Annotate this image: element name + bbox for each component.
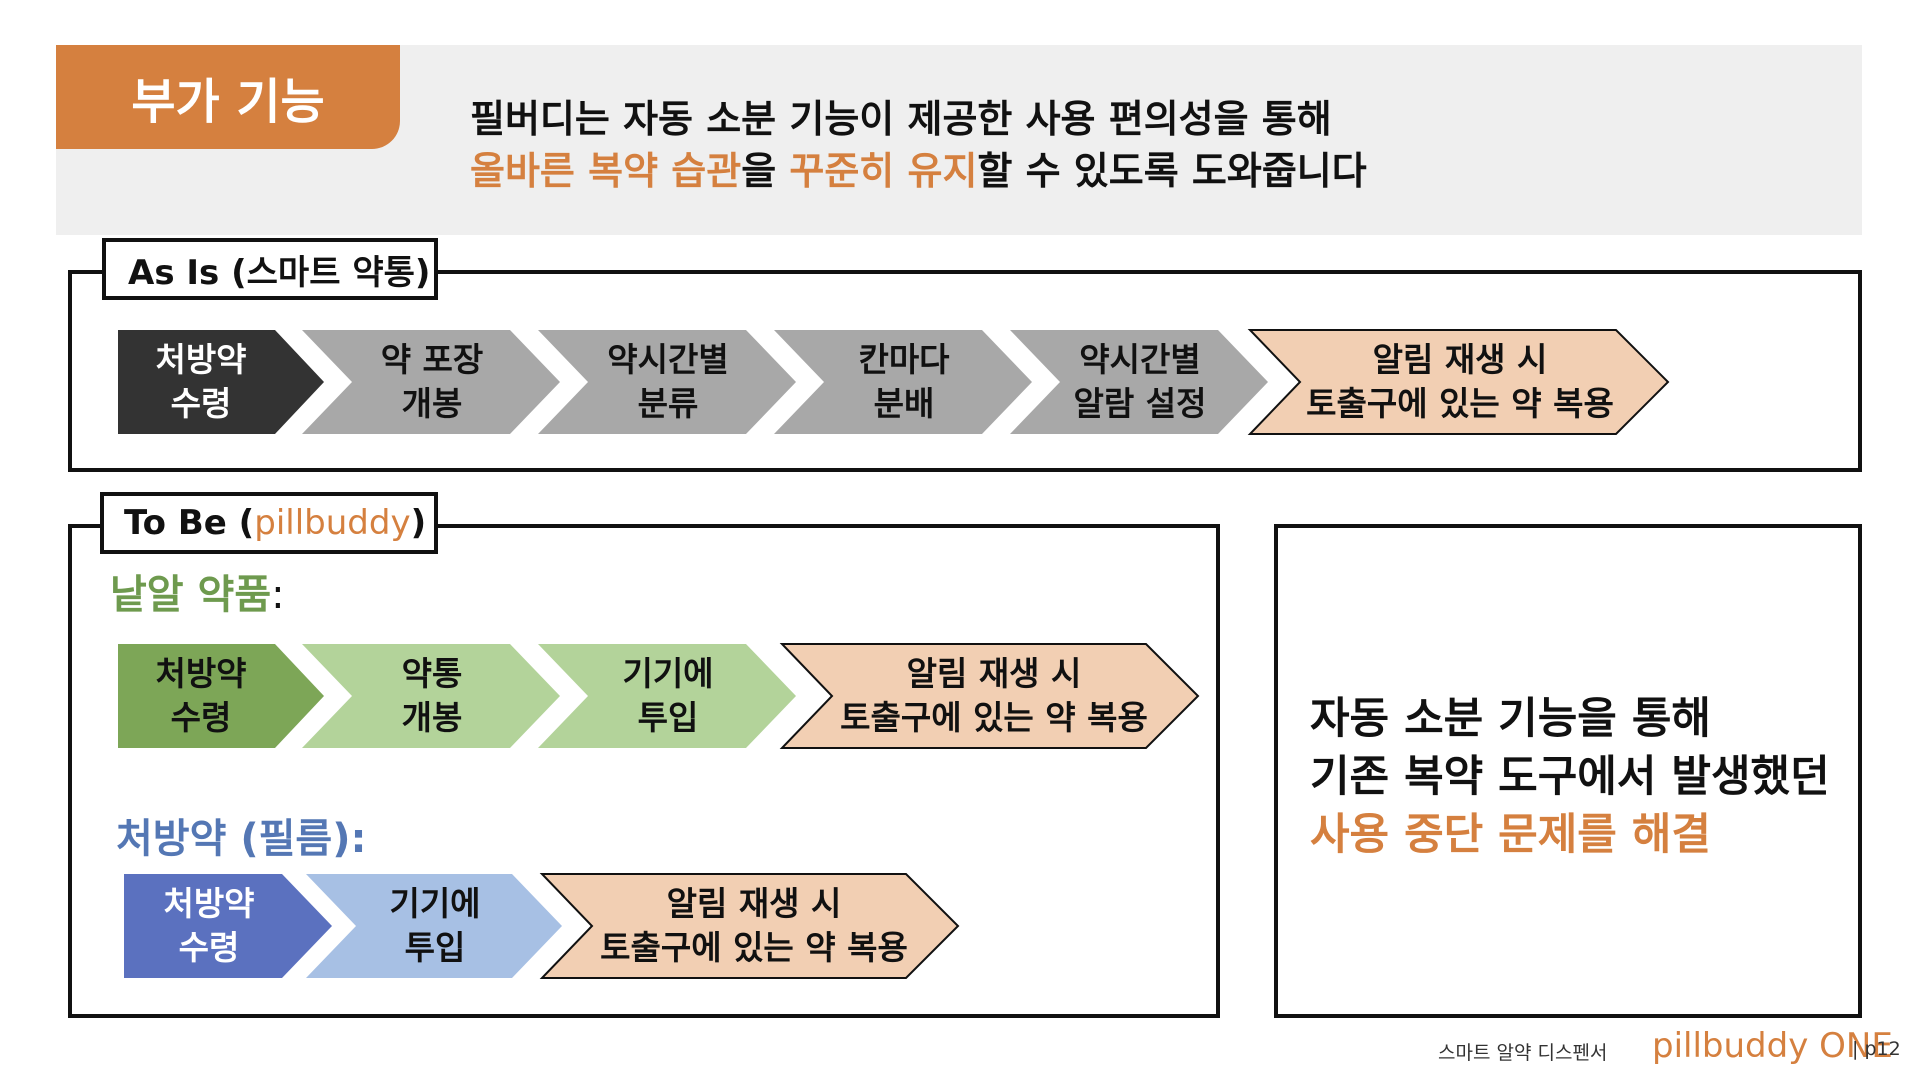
as-is-label: As Is (스마트 약통) xyxy=(102,238,438,300)
headline-accent-keep: 꾸준히 유지 xyxy=(789,149,978,193)
headline-line-2: 올바른 복약 습관을 꾸준히 유지할 수 있도록 도와줍니다 xyxy=(470,140,1367,195)
result-line-2: 기존 복약 도구에서 발생했던 xyxy=(1310,752,1830,802)
footer-page-number: | p12 xyxy=(1852,1038,1901,1060)
as-is-step-4-shape xyxy=(774,330,1032,434)
as-is-frame xyxy=(68,270,1862,472)
as-is-step-6-shape xyxy=(1247,329,1670,435)
loose-step-4-shape xyxy=(779,643,1200,749)
footer-logo: pillbuddy ONE xyxy=(1652,1026,1893,1066)
footer-product-name: 스마트 알약 디스펜서 xyxy=(1438,1042,1608,1064)
headline-accent-habit: 올바른 복약 습관 xyxy=(470,149,742,193)
film-step-1-shape xyxy=(124,874,332,978)
to-be-label: To Be (pillbuddy) xyxy=(100,492,438,554)
headline-mid: 을 xyxy=(741,149,790,193)
as-is-step-3-shape xyxy=(538,330,796,434)
loose-pills-title: 낱알 약품: xyxy=(110,572,285,618)
loose-step-3-shape xyxy=(538,644,796,748)
headline-end: 할 수 있도록 도와줍니다 xyxy=(977,149,1367,193)
as-is-step-2-shape xyxy=(302,330,560,434)
film-step-2-shape xyxy=(306,874,562,978)
as-is-step-5-shape xyxy=(1010,330,1268,434)
section-tag: 부가 기능 xyxy=(56,45,400,149)
film-pills-title: 처방약 (필름): xyxy=(116,816,367,862)
result-line-3: 사용 중단 문제를 해결 xyxy=(1310,810,1711,860)
to-be-frame xyxy=(68,524,1220,1018)
loose-step-2-shape xyxy=(302,644,560,748)
result-line-1: 자동 소분 기능을 통해 xyxy=(1310,694,1711,744)
as-is-step-1-shape xyxy=(118,330,324,434)
pillbuddy-logo: pillbuddy xyxy=(254,503,411,543)
headline-line-1: 필버디는 자동 소분 기능이 제공한 사용 편의성을 통해 xyxy=(470,97,1332,141)
result-frame xyxy=(1274,524,1862,1018)
film-step-3-shape xyxy=(539,873,960,979)
loose-step-1-shape xyxy=(118,644,324,748)
